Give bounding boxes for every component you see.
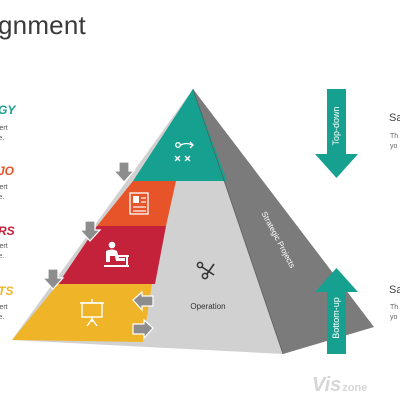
left-desc-strategy: sert re. xyxy=(0,125,8,142)
left-label-projects: TS xyxy=(0,284,14,298)
left-arrow-1 xyxy=(132,290,154,312)
operation-label: Operation xyxy=(190,302,225,311)
left-desc-projects: sert re. xyxy=(0,304,8,321)
slide-title: gnment xyxy=(0,10,86,40)
left-label-strategy: GY xyxy=(0,103,16,117)
right-block-desc-top: Th yo xyxy=(390,133,399,150)
strategy-play-icon xyxy=(174,141,194,162)
watermark-main: Vis xyxy=(312,374,342,396)
left-desc-portfolio: sert re. xyxy=(0,184,8,201)
right-block-title-bottom: Sa xyxy=(389,284,400,296)
right-block-title-top: Sa xyxy=(389,112,400,124)
down-arrow-1 xyxy=(112,161,136,183)
bottom-up-arrow xyxy=(315,268,358,354)
tier-top xyxy=(133,89,227,181)
down-arrow-2 xyxy=(78,220,102,242)
top-down-label: Top-down xyxy=(331,106,341,145)
down-arrow-3 xyxy=(41,268,65,290)
left-label-portfolio: JO xyxy=(0,164,15,178)
presentation-board-icon xyxy=(80,299,104,327)
left-label-managers: RS xyxy=(0,224,15,238)
scissors-icon xyxy=(196,261,215,280)
person-at-desk-icon xyxy=(104,241,129,267)
watermark-sub: zone xyxy=(342,382,368,394)
bottom-up-label: Bottom-up xyxy=(331,297,341,339)
right-block-desc-bottom: Th yo xyxy=(390,304,399,321)
left-arrow-2 xyxy=(132,318,154,340)
left-desc-managers: sert re. xyxy=(0,243,8,260)
watermark-logo: Viszone xyxy=(312,374,367,397)
profile-card-icon xyxy=(129,192,149,215)
top-down-arrow xyxy=(315,89,358,178)
tier-second xyxy=(97,181,176,226)
pyramid-edge xyxy=(192,88,284,355)
